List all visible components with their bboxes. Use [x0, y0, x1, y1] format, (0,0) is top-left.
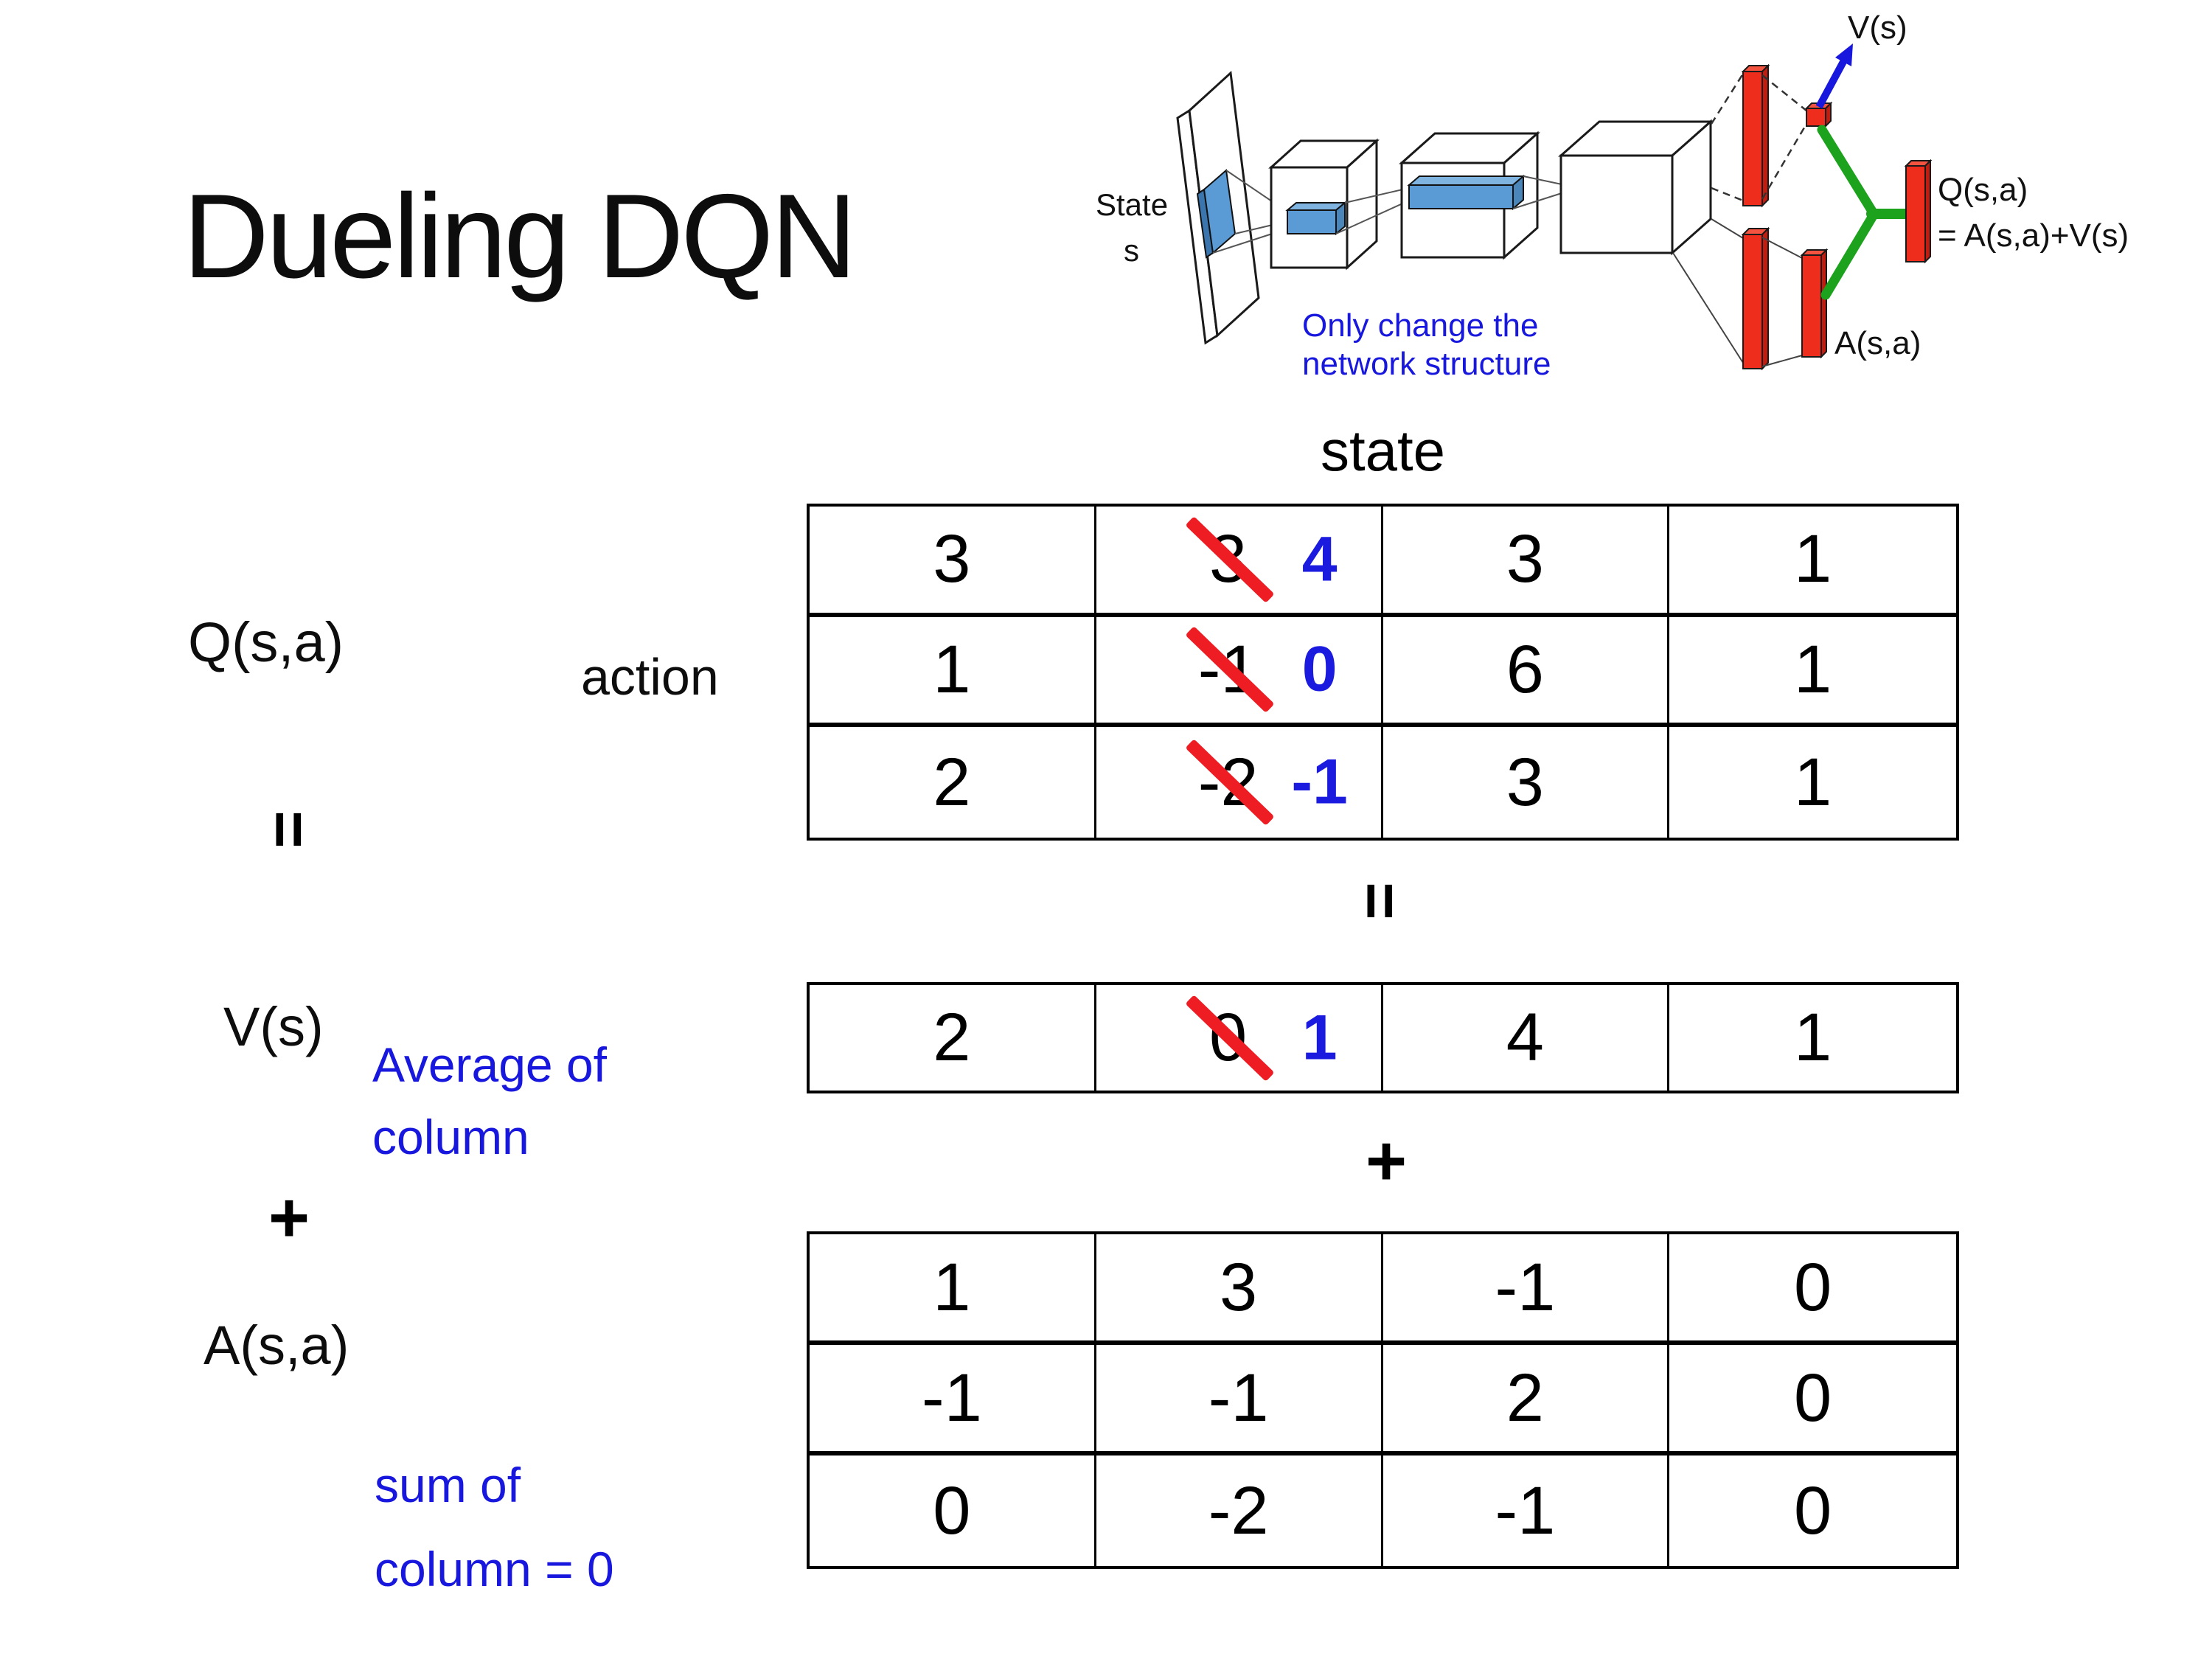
table-cell-corrected: -1 0	[1096, 616, 1383, 728]
diagram-v-label: V(s)	[1848, 10, 1907, 46]
a-table: 1 3 -1 0 -1 -1 2 0 0 -2 -1 0	[807, 1231, 1959, 1569]
connector-lines-3	[1512, 175, 1562, 209]
corrected-value: 1	[1301, 1002, 1338, 1073]
diagram-state-s-label: s	[1124, 233, 1139, 268]
table-cell: 2	[810, 727, 1096, 838]
fc-bar-a-stream	[1741, 226, 1770, 371]
solid-to-a-output	[1761, 237, 1803, 367]
conv-box-2	[1399, 131, 1540, 260]
v-row-label: V(s)	[223, 996, 324, 1057]
sum-note: sum of column = 0	[375, 1444, 614, 1611]
table-cell: 1	[810, 616, 1096, 728]
state-axis-label: state	[1320, 418, 1446, 483]
merge-y-connector	[1817, 125, 1912, 300]
table-cell: 1	[1669, 617, 1956, 728]
conv-box-3	[1558, 119, 1714, 256]
conv-box-1	[1268, 138, 1380, 271]
table-cell: -1	[1383, 1455, 1670, 1566]
v-output-arrow-icon	[1815, 44, 1853, 109]
diagram-note-line2: network structure	[1302, 346, 1551, 382]
table-cell-corrected: -2 -1	[1096, 727, 1383, 838]
plus-sign-left: +	[268, 1178, 310, 1257]
dashed-fan-top	[1710, 73, 1745, 202]
diagram-a-label: A(s,a)	[1834, 325, 1921, 361]
v-scalar-box	[1804, 101, 1833, 128]
plus-sign-middle: +	[1365, 1121, 1408, 1200]
connector-lines-2	[1335, 187, 1410, 234]
table-cell: 1	[1669, 507, 1956, 617]
table-cell: -1	[810, 1345, 1096, 1455]
a-matrix-label: A(s,a)	[204, 1315, 349, 1376]
table-cell: 2	[1382, 1345, 1670, 1455]
corrected-value: 4	[1301, 524, 1338, 595]
feature-bar-1	[1285, 201, 1347, 236]
table-cell: 0	[1669, 1234, 1956, 1345]
table-cell: 2	[810, 985, 1096, 1091]
table-cell: 4	[1383, 985, 1670, 1091]
diagram-note-line1: Only change the	[1302, 307, 1538, 344]
page-title: Dueling DQN	[183, 170, 857, 303]
q-output-bar	[1904, 159, 1933, 264]
equals-sign-middle: =	[1344, 882, 1417, 920]
table-cell: 6	[1382, 616, 1670, 728]
q-table: 3 3 4 3 1 1 -1 0 6 1 2 -2 -1 3 1	[807, 504, 1959, 841]
sum-note-line2: column = 0	[375, 1541, 614, 1596]
corrected-value: 0	[1301, 633, 1338, 705]
table-cell: 3	[1383, 727, 1670, 838]
average-note: Average of column	[372, 1029, 607, 1173]
table-cell: -2	[1096, 1455, 1383, 1566]
table-cell-corrected: 3 4	[1096, 507, 1383, 617]
table-cell: 3	[810, 507, 1096, 617]
table-cell: 1	[1794, 1000, 1832, 1075]
network-architecture-diagram: V(s) State s Q(s,a) = A(s,a)+V(s) A(s,a)…	[1096, 10, 2129, 382]
table-cell: 0	[810, 1455, 1096, 1566]
diagram-state-label: State	[1096, 187, 1168, 222]
table-cell: 0	[1669, 1345, 1956, 1455]
fc-bar-v-stream	[1741, 63, 1770, 208]
average-note-line2: column	[372, 1109, 529, 1164]
table-cell-corrected: 0 1	[1096, 985, 1383, 1091]
table-cell: -1	[1096, 1345, 1383, 1455]
table-cell: 1	[1794, 744, 1832, 820]
a-output-bar	[1800, 248, 1829, 359]
table-cell: 3	[1096, 1234, 1383, 1345]
diagram-q-label-line1: Q(s,a)	[1938, 172, 2028, 208]
feature-bar-2	[1407, 174, 1526, 211]
q-matrix-label: Q(s,a)	[188, 611, 344, 674]
corrected-value: -1	[1291, 746, 1348, 818]
solid-fan-bottom	[1672, 218, 1744, 364]
table-cell: 0	[1794, 1472, 1832, 1548]
dashed-to-v-scalar	[1761, 74, 1808, 200]
diagram-q-label-line2: = A(s,a)+V(s)	[1938, 218, 2129, 254]
sum-note-line1: sum of	[375, 1458, 521, 1512]
table-cell: -1	[1382, 1234, 1670, 1345]
action-axis-label: action	[581, 648, 719, 706]
v-table: 2 0 1 4 1	[807, 982, 1959, 1093]
average-note-line1: Average of	[372, 1037, 608, 1092]
table-cell: 1	[810, 1234, 1096, 1345]
table-cell: 3	[1382, 507, 1670, 617]
equals-sign-left: =	[253, 810, 326, 849]
